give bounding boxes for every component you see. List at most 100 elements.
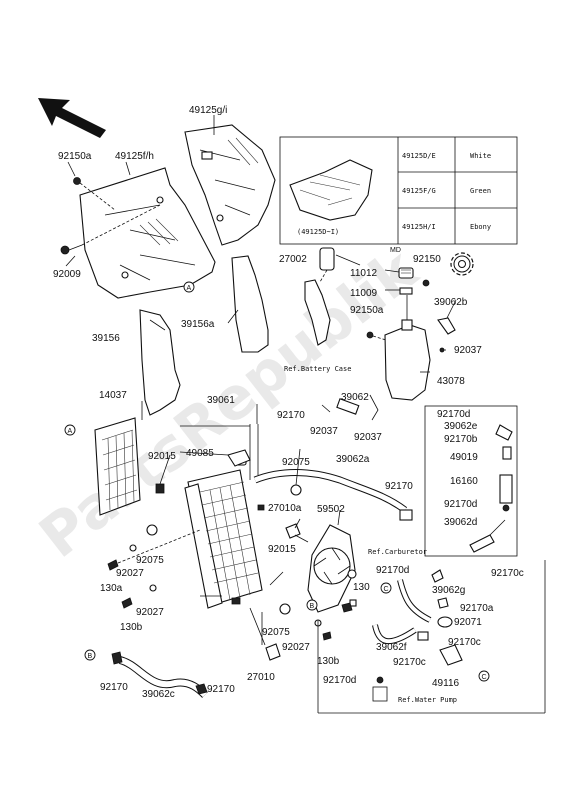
label-92150a-res: 92150a: [350, 305, 384, 316]
svg-text:B: B: [310, 603, 315, 610]
label-92150: 92150: [413, 254, 441, 265]
label-39062: 39062: [341, 392, 369, 403]
reservoir-bracket-27002: [304, 247, 335, 346]
label-92170a: 92170a: [460, 603, 494, 614]
label-92075-l: 92075: [136, 555, 164, 566]
label-39062g: 39062g: [432, 585, 465, 596]
inset-code-3: 49125H/I: [402, 223, 436, 231]
svg-text:B: B: [88, 653, 93, 660]
label-92015-l: 92015: [148, 451, 176, 462]
label-92027-b: 92027: [282, 642, 310, 653]
label-16160: 16160: [450, 476, 478, 487]
callout-b-hose: B: [84, 649, 96, 661]
callout-b-radiator: B: [306, 599, 318, 611]
label-92170d-3: 92170d: [376, 565, 409, 576]
label-92027-l2: 92027: [136, 607, 164, 618]
radiator-core: [184, 454, 265, 609]
label-92170d-2: 92170d: [444, 499, 477, 510]
cooling-fan-59502: [307, 524, 357, 613]
radiator-cap-49085: [227, 449, 251, 467]
md-label: MD: [390, 247, 401, 254]
bolt-130a: [107, 529, 201, 571]
label-130: 130: [353, 582, 370, 593]
label-130b-c: 130b: [317, 656, 340, 667]
hose-39062c: [111, 651, 208, 698]
label-92170c-2: 92170c: [393, 657, 426, 668]
bolt-130b-bottom: [322, 631, 332, 641]
hose-39062a: [253, 469, 413, 521]
label-11012: 11012: [350, 268, 378, 279]
label-27010a: 27010a: [268, 503, 302, 514]
label-14037: 14037: [99, 390, 127, 401]
inset-color-2: Green: [470, 187, 491, 195]
bolt-130-right: [341, 602, 353, 613]
grommet-92075-mid: [279, 484, 302, 615]
drain-27010a: [285, 523, 301, 539]
label-92170-mid: 92170: [277, 410, 305, 421]
hose-39062b: [437, 317, 456, 353]
label-92170-bl: 92170: [100, 682, 128, 693]
label-39062e: 39062e: [444, 421, 478, 432]
leader-lines: [65, 115, 457, 645]
label-92170-bm: 92170: [207, 684, 235, 695]
inset-color-3: Ebony: [470, 223, 491, 231]
radiator-shroud-left: [79, 167, 216, 299]
label-49019: 49019: [450, 452, 478, 463]
label-92027-l: 92027: [116, 568, 144, 579]
label-27002: 27002: [279, 254, 307, 265]
radiator-shroud-right: [184, 124, 276, 246]
label-92170d-4: 92170d: [323, 675, 356, 686]
grommet-92075-left: [146, 524, 158, 536]
callout-a-shroud: A: [183, 281, 195, 293]
label-92075-mid: 92075: [282, 457, 310, 468]
label-92170-r: 92170: [385, 481, 413, 492]
label-39062a: 39062a: [336, 454, 370, 465]
svg-text:C: C: [482, 674, 487, 681]
reservoir-cap-11012: [398, 267, 414, 279]
label-92037-b: 92037: [354, 432, 382, 443]
label-130a: 130a: [100, 583, 123, 594]
label-92037: 92037: [454, 345, 482, 356]
inset-color-1: White: [470, 152, 491, 160]
label-39062d: 39062d: [444, 517, 477, 528]
label-92170b: 92170b: [444, 434, 478, 445]
label-39061: 39061: [207, 395, 235, 406]
side-cover-39156a: [231, 255, 269, 353]
bolt-92009: [60, 204, 161, 255]
reservoir-seal-11009: [399, 287, 413, 295]
bolt-130b-left: [121, 597, 133, 609]
side-cover-39156: [139, 309, 181, 416]
ref-water-pump: Ref.Water Pump: [398, 696, 457, 704]
callout-a-screen: A: [64, 424, 76, 436]
label-130b: 130b: [120, 622, 143, 633]
callout-c-lower: C: [478, 670, 490, 682]
label-39156: 39156: [92, 333, 120, 344]
label-39062b: 39062b: [434, 297, 468, 308]
hose-assembly-right: [317, 405, 546, 714]
label-59502: 59502: [317, 504, 345, 515]
ref-carburetor: Ref.Carburetor: [368, 548, 427, 556]
label-39062f: 39062f: [376, 642, 407, 653]
label-49125fh: 49125f/h: [115, 151, 154, 162]
drain-bolt-27010: [249, 607, 281, 661]
label-92150a: 92150a: [58, 151, 92, 162]
grommet-92015-left: [155, 483, 165, 494]
callout-c-upper: C: [380, 582, 392, 594]
front-direction-arrow-icon: [38, 98, 106, 138]
label-49116: 49116: [432, 678, 460, 689]
label-92037-a: 92037: [310, 426, 338, 437]
svg-text:A: A: [68, 428, 73, 435]
label-92170c-r: 92170c: [491, 568, 524, 579]
label-43078: 43078: [437, 376, 465, 387]
svg-text:C: C: [384, 586, 389, 593]
hose-39061: [249, 424, 259, 480]
label-92071: 92071: [454, 617, 482, 628]
label-49125gi: 49125g/i: [189, 105, 227, 116]
label-27010: 27010: [247, 672, 275, 683]
screw-92150a-top: [73, 177, 116, 211]
label-39156a: 39156a: [181, 319, 215, 330]
label-92009: 92009: [53, 269, 81, 280]
label-92170d-1: 92170d: [437, 409, 470, 420]
